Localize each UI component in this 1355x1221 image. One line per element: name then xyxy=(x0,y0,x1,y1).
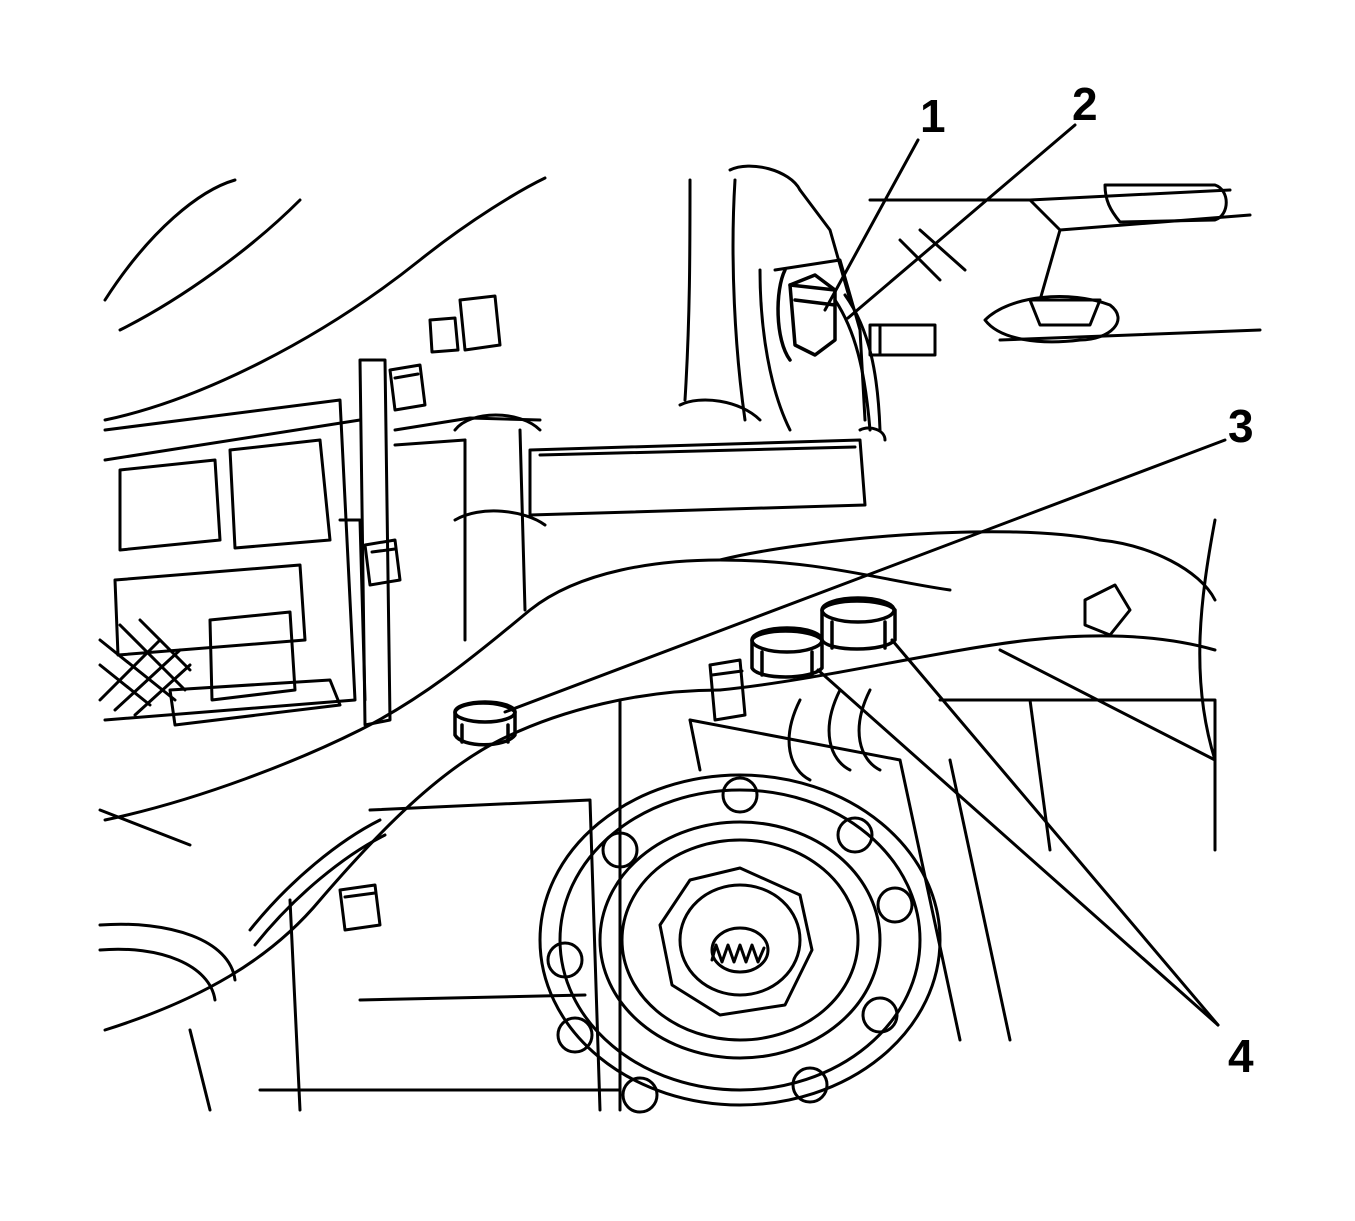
output-flange xyxy=(538,773,942,1107)
body-panel xyxy=(103,176,547,462)
leader-line-1 xyxy=(823,138,920,312)
leader-line-2 xyxy=(846,123,1077,320)
lower-housing-bolt xyxy=(338,883,382,932)
leader-line-3 xyxy=(503,438,1227,714)
housing-right xyxy=(938,518,1217,1042)
callout-3: 3 xyxy=(1228,400,1254,452)
housing-bolts xyxy=(363,294,502,587)
center-bolt xyxy=(708,658,747,722)
pin-bolt xyxy=(868,323,937,357)
subframe-bolt-left xyxy=(453,700,517,747)
shock-mount-bolt xyxy=(776,268,837,362)
mount-bracket xyxy=(393,416,867,517)
harness-wire xyxy=(833,293,887,442)
flange-bolts xyxy=(546,776,914,1114)
subframe-bolt-pair xyxy=(750,596,897,679)
leader-line-4a xyxy=(816,668,1220,1027)
housing-left xyxy=(98,358,392,727)
shock-tower xyxy=(678,164,867,432)
callout-labels: 1 2 3 4 xyxy=(920,78,1254,1082)
differential-housing xyxy=(188,688,962,1112)
callout-1: 1 xyxy=(920,90,946,142)
callout-2: 2 xyxy=(1072,78,1098,130)
leader-lines xyxy=(503,123,1227,1027)
callout-4: 4 xyxy=(1228,1030,1254,1082)
leader-line-4b xyxy=(890,638,1220,1027)
support-strut xyxy=(453,413,547,642)
upper-right-bracket xyxy=(868,183,1262,344)
subframe xyxy=(98,530,1217,1032)
